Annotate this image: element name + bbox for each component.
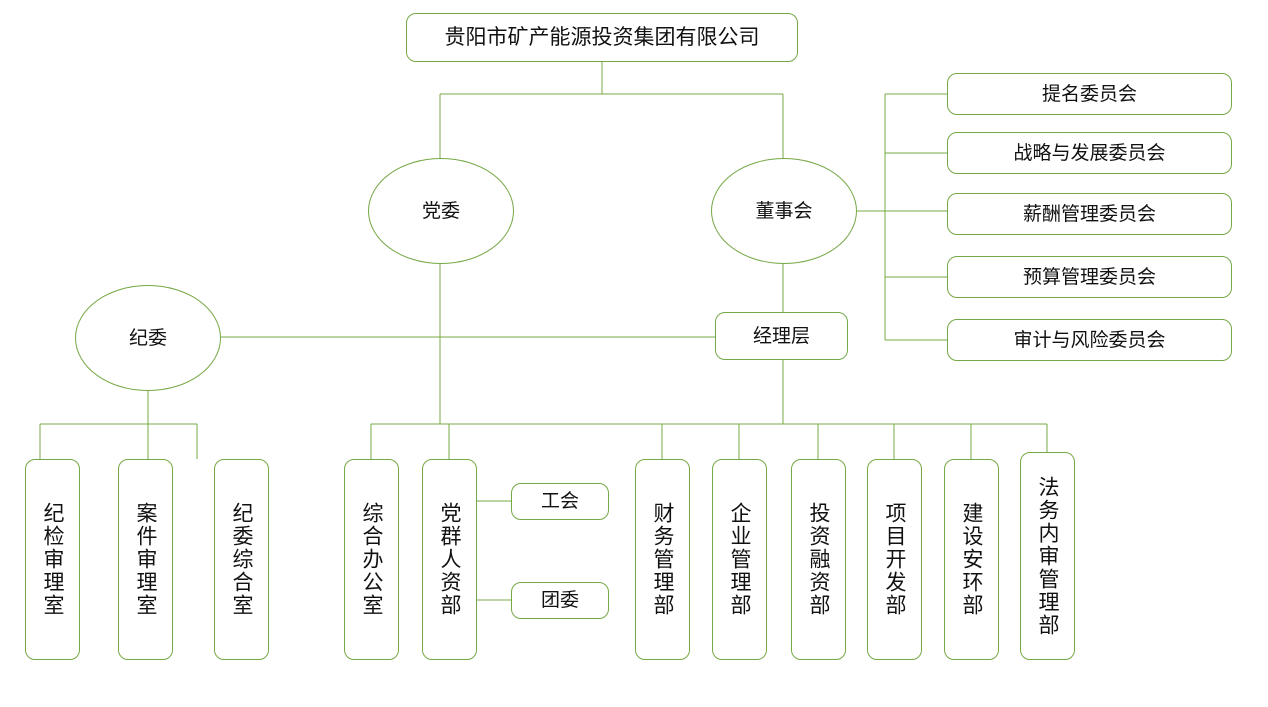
dept-discipline-inspection-office[interactable]: 纪检审理室: [25, 459, 80, 660]
dept-construction-safety-environment-label: 建设安环部: [960, 502, 984, 617]
committee-compensation[interactable]: 薪酬管理委员会: [947, 193, 1232, 235]
committee-nomination-label: 提名委员会: [1041, 82, 1137, 105]
dept-investment-financing-label: 投资融资部: [807, 502, 831, 617]
node-board-of-directors-label: 董事会: [755, 199, 813, 222]
org-labor-union-label: 工会: [540, 490, 579, 513]
dept-project-development[interactable]: 项目开发部: [867, 459, 922, 660]
dept-enterprise-management-label: 企业管理部: [728, 502, 752, 617]
node-management-layer-label: 经理层: [752, 324, 810, 347]
dept-investment-financing[interactable]: 投资融资部: [791, 459, 846, 660]
node-party-committee[interactable]: 党委: [368, 158, 514, 264]
org-youth-league-label: 团委: [540, 589, 579, 612]
node-discipline-committee-label: 纪委: [128, 326, 167, 349]
dept-discipline-general-office[interactable]: 纪委综合室: [214, 459, 269, 660]
dept-party-hr[interactable]: 党群人资部: [422, 459, 477, 660]
org-youth-league[interactable]: 团委: [511, 582, 609, 619]
committee-budget-label: 预算管理委员会: [1022, 265, 1156, 288]
dept-discipline-general-office-label: 纪委综合室: [230, 502, 254, 617]
dept-general-office[interactable]: 综合办公室: [344, 459, 399, 660]
node-board-of-directors[interactable]: 董事会: [711, 158, 857, 264]
dept-enterprise-management[interactable]: 企业管理部: [712, 459, 767, 660]
committee-nomination[interactable]: 提名委员会: [947, 73, 1232, 115]
node-discipline-committee[interactable]: 纪委: [75, 285, 221, 391]
committee-compensation-label: 薪酬管理委员会: [1022, 202, 1156, 225]
committee-strategy-development[interactable]: 战略与发展委员会: [947, 132, 1232, 174]
dept-legal-internal-audit[interactable]: 法务内审管理部: [1020, 452, 1075, 660]
dept-finance-management-label: 财务管理部: [651, 502, 675, 617]
committee-audit-risk-label: 审计与风险委员会: [1013, 328, 1166, 351]
root-node-company[interactable]: 贵阳市矿产能源投资集团有限公司: [406, 13, 798, 62]
dept-project-development-label: 项目开发部: [883, 502, 907, 617]
dept-finance-management[interactable]: 财务管理部: [635, 459, 690, 660]
org-labor-union[interactable]: 工会: [511, 483, 609, 520]
dept-case-review-office-label: 案件审理室: [134, 502, 158, 617]
dept-construction-safety-environment[interactable]: 建设安环部: [944, 459, 999, 660]
dept-legal-internal-audit-label: 法务内审管理部: [1036, 475, 1060, 637]
dept-discipline-inspection-office-label: 纪检审理室: [41, 502, 65, 617]
root-node-label: 贵阳市矿产能源投资集团有限公司: [444, 25, 760, 50]
node-management-layer[interactable]: 经理层: [715, 312, 848, 360]
committee-strategy-development-label: 战略与发展委员会: [1013, 141, 1166, 164]
committee-audit-risk[interactable]: 审计与风险委员会: [947, 319, 1232, 361]
dept-general-office-label: 综合办公室: [360, 502, 384, 617]
dept-party-hr-label: 党群人资部: [438, 502, 462, 617]
dept-case-review-office[interactable]: 案件审理室: [118, 459, 173, 660]
committee-budget[interactable]: 预算管理委员会: [947, 256, 1232, 298]
node-party-committee-label: 党委: [421, 199, 460, 222]
